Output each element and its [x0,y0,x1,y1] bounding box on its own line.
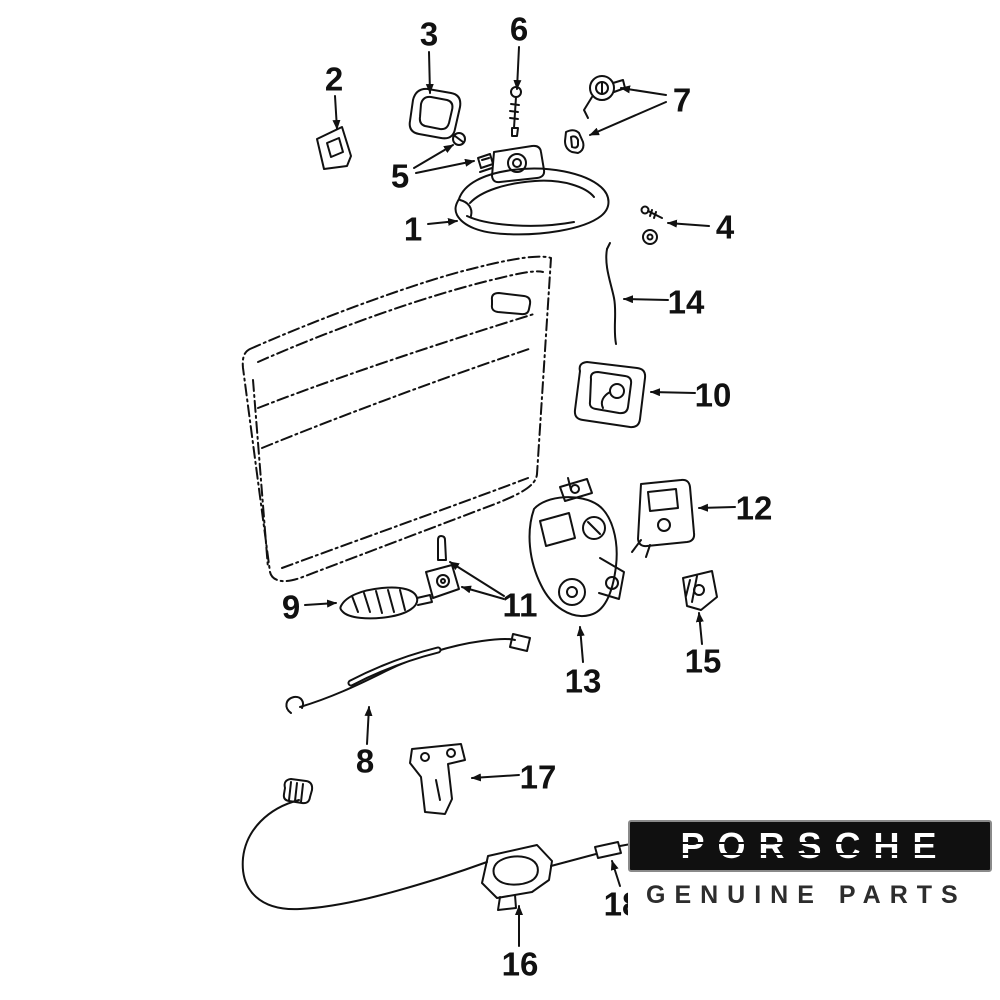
actuator-cable [241,799,488,911]
callout-12: 12 [735,489,773,527]
part-7-lock-cylinder [583,75,626,119]
part-2-gasket-plate [316,126,352,170]
callout-1: 1 [403,210,423,248]
part-11-pin-and-bracket [425,535,460,599]
callout-11: 11 [502,586,538,624]
porsche-genuine-parts-badge: PORSCHE GENUINE PARTS [628,820,992,918]
part-14-rod [605,242,617,345]
part-7-gasket-ring [564,129,585,154]
callout-7: 7 [672,81,692,119]
callout-17: 17 [519,758,557,796]
porsche-logo-bar: PORSCHE [628,820,992,872]
door-handle-cutout [490,292,532,316]
callout-2: 2 [324,60,344,98]
logo-stripe-bottom [644,853,976,855]
part-17-bracket [409,743,466,815]
part-13-door-latch [528,477,625,617]
part-1-door-handle [454,167,610,236]
callout-6: 6 [509,10,529,48]
cable-connector [282,778,314,805]
callout-15: 15 [684,642,722,680]
part-12-lock-unit [631,478,696,558]
part-16-lock-actuator [481,844,567,911]
part-3-handle-gasket [408,87,462,140]
callout-arrows [304,46,736,947]
part-6-screw [509,86,522,137]
part-10-interior-bezel [573,361,647,429]
callout-16: 16 [501,945,539,983]
callout-3: 3 [419,15,439,53]
part-15-striker [682,570,718,611]
callout-5: 5 [390,157,410,195]
logo-stripe-top [644,842,976,844]
part-5-fasteners [452,132,494,169]
part-4-fasteners [640,205,663,245]
callout-14: 14 [667,283,705,321]
callout-4: 4 [715,208,735,246]
genuine-parts-text: GENUINE PARTS [628,872,992,918]
callout-13: 13 [564,662,602,700]
part-9-pull-handle [339,586,433,620]
door-panel [241,255,552,583]
porsche-brand-text: PORSCHE [680,825,950,866]
part-8-release-cable [285,633,531,714]
callout-10: 10 [694,376,732,414]
callout-9: 9 [281,588,301,626]
lock-cylinder-housing [479,144,546,184]
callout-8: 8 [355,742,375,780]
